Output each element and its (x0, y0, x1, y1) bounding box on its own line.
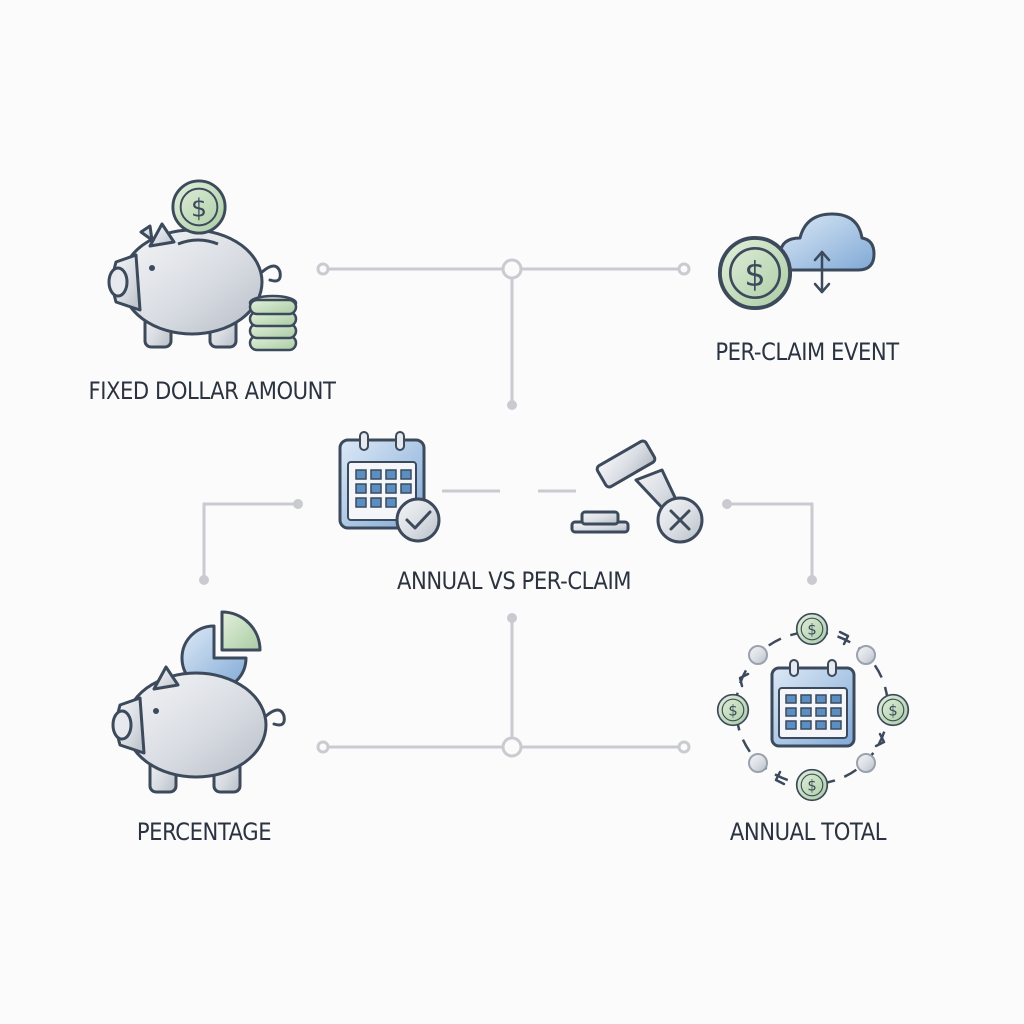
cycle-coin-top-icon (795, 612, 829, 646)
dollar-coin-cloud-icon (717, 212, 876, 311)
connector-nodes (316, 258, 691, 758)
connector-endpoints (199, 400, 817, 623)
gavel-x-icon (570, 439, 704, 544)
calendar-check-icon (338, 431, 441, 543)
cloud-icon (778, 212, 876, 272)
cycle-coin-right-icon (876, 693, 910, 727)
cycle-arrow-icons (738, 630, 886, 786)
piggy-bank-pie-chart-icon (111, 610, 286, 794)
piggy-bank-icon-2 (111, 665, 286, 794)
piggy-bank-icon (107, 222, 282, 349)
up-down-arrow-icon (813, 250, 831, 294)
dollar-coin-icon (171, 179, 227, 235)
label-annual-vs-per-claim: ANNUAL VS PER-CLAIM (396, 567, 632, 595)
large-dollar-coin-icon (717, 235, 793, 311)
cycle-coin-left-icon (716, 693, 750, 727)
silver-dot-icons (748, 645, 876, 773)
calendar-icon-2 (770, 659, 856, 748)
calendar-coin-cycle-icon (716, 612, 910, 802)
label-fixed-dollar-amount: FIXED DOLLAR AMOUNT (88, 377, 336, 405)
piggy-bank-with-coins-icon (107, 179, 298, 352)
label-per-claim-event: PER-CLAIM EVENT (715, 338, 899, 366)
cycle-coin-bottom-icon (795, 768, 829, 802)
label-annual-total: ANNUAL TOTAL (729, 818, 887, 846)
coin-stack-icon (248, 294, 298, 352)
label-percentage: PERCENTAGE (136, 818, 272, 846)
